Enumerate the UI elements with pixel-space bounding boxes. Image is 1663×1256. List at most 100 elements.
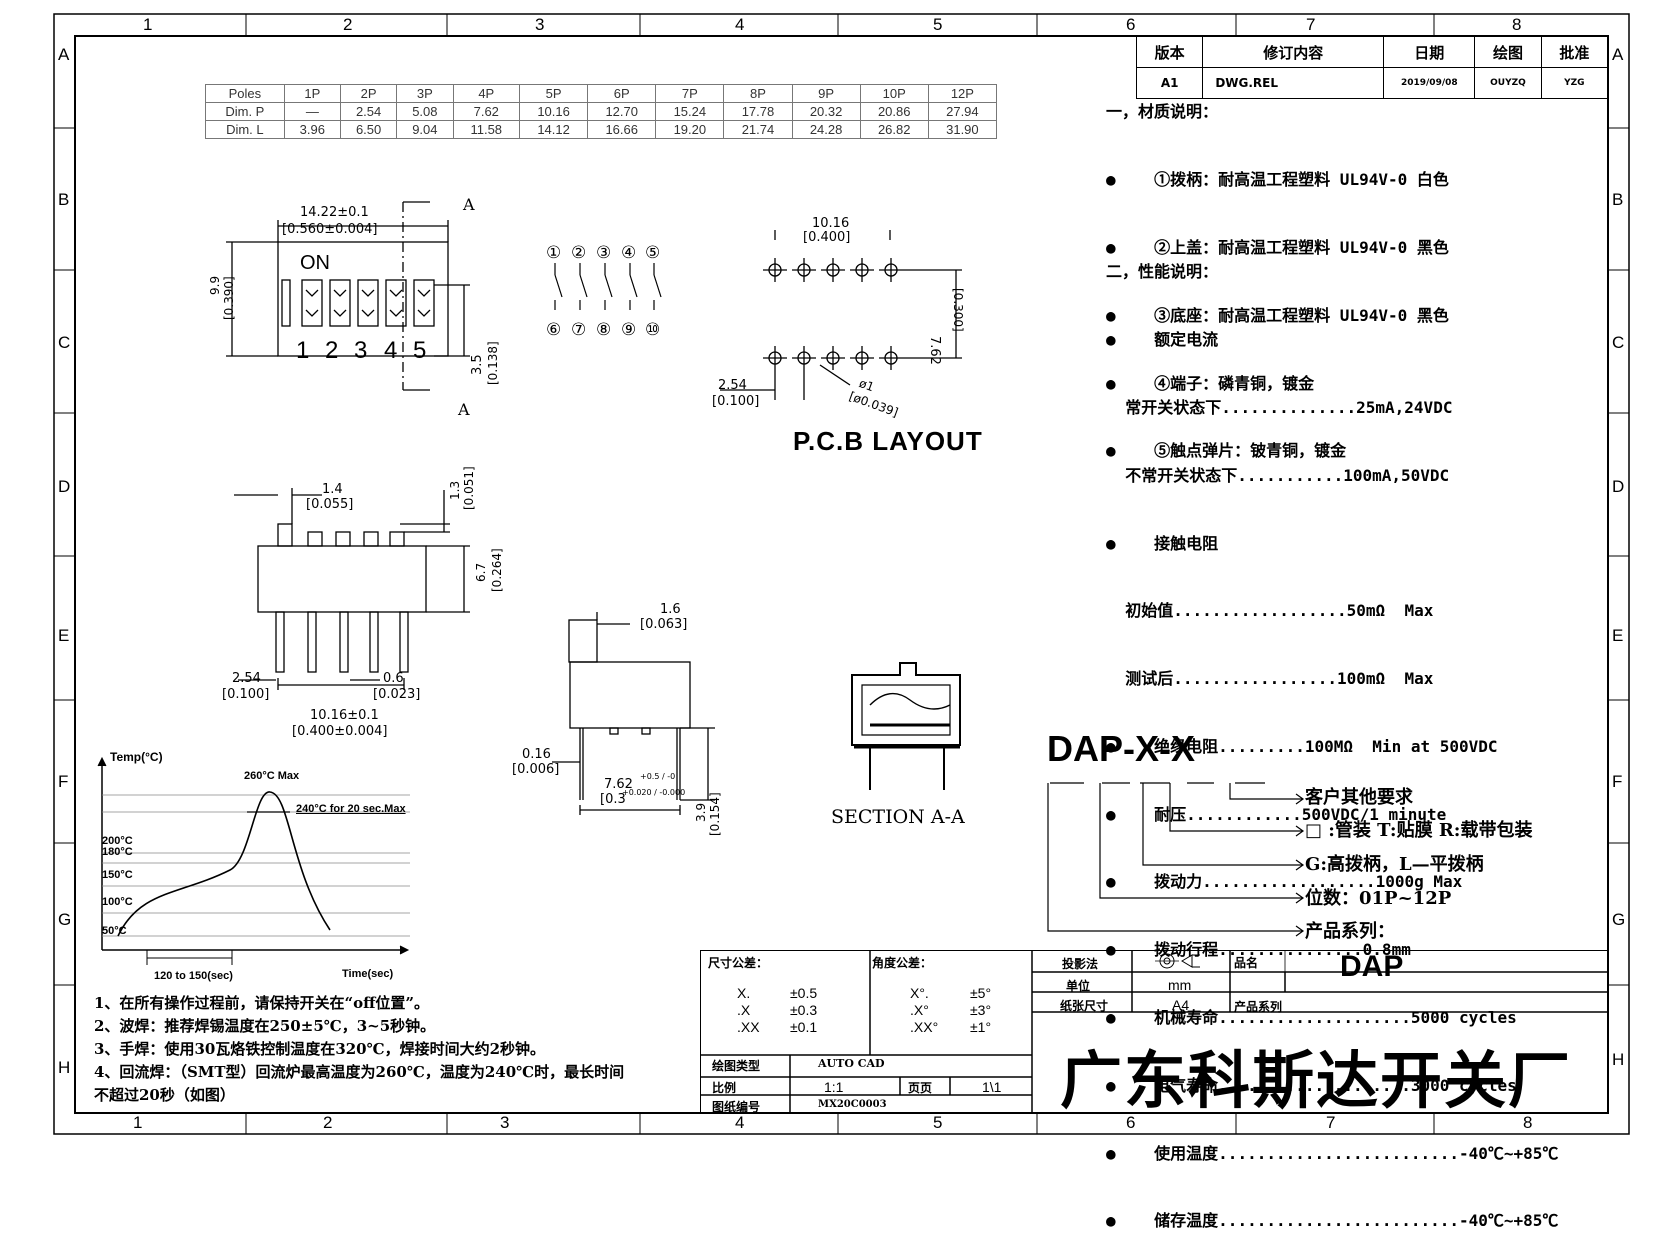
reflow-tick: 200°C [102,835,133,847]
column-label: 5 [933,1113,943,1132]
dim-side-act-w-in: [0.055] [306,497,354,512]
drawing-frame [53,13,1630,1135]
performance-item: ● 接触电阻 [1106,533,1219,553]
poles-cell: 9.04 [396,120,454,139]
dim-height: 9.9 [208,275,222,295]
material-item: ● ④端子：磷青铜，镀金 [1106,373,1315,393]
column-label: 2 [323,1113,333,1132]
performance-item: ● 储存温度.........................-40℃~+85℃ [1106,1211,1559,1231]
part-number-tree [1047,782,1305,937]
poles-cell: 6.50 [339,120,398,139]
software-label: 绘图类型 [712,1059,761,1073]
dim-end-width-in: [0.3 [600,792,626,807]
column-label: 1 [143,15,153,34]
poles-cell: 14.12 [519,120,589,139]
column-label: 8 [1523,1113,1533,1132]
dim-pcb-pitch4-in: [0.400] [803,230,851,245]
row-label: B [58,190,70,209]
dim-width-in: [0.560±0.004] [282,222,378,237]
pcb-hole-row-top [763,258,903,282]
end-view-drawing [552,612,715,815]
top-view-drawing [226,201,470,391]
poles-cell: 31.90 [927,120,998,139]
reflow-preheat-label: 120 to 150(sec) [154,970,233,982]
revision-header: 版本 [1135,36,1204,68]
poles-cell: 2P [339,84,398,103]
dim-tol-value: ±0.5 [790,985,818,1001]
pcb-hole-row-bottom [763,346,903,370]
section-view-drawing [851,662,961,790]
soldering-note: 3、手焊：使用30瓦烙铁控制温度在320℃，焊接时间大约2秒钟。 [94,1040,546,1058]
revision-header: 日期 [1383,36,1476,68]
row-label: G [1612,910,1626,929]
poles-cell: 4P [452,84,521,103]
poles-cell: 1P [283,84,341,103]
dim-end-act-w-in: [0.063] [640,617,688,632]
poles-cell: 15.24 [655,102,725,121]
poles-cell: 2.54 [339,102,398,121]
row-label: B [1612,190,1624,209]
ang-tol-key: .X° [910,1002,929,1018]
column-label: 1 [133,1113,143,1132]
soldering-note: 2、波焊：推荐焊锡温度在250±5℃，3~5秒钟。 [94,1017,436,1035]
on-label: ON [300,252,330,274]
performance-item: ● 电气寿命....................3000 cycles [1106,1075,1517,1095]
dim-height-in: [0.390] [222,276,236,320]
dim-pcb-pitch4: 10.16 [812,216,850,231]
dim-side-pitch: 2.54 [232,671,261,686]
column-label: 7 [1306,15,1316,34]
poles-cell: Dim. P [205,102,285,121]
column-label: 4 [735,15,745,34]
poles-cell: 17.78 [723,102,793,121]
soldering-note: 1、在所有操作过程前，请保持开关在“off位置”。 [94,994,430,1012]
dim-side-span-in: [0.400±0.004] [292,724,388,739]
row-label: A [58,45,70,64]
terminal-label: ⑦ [571,320,587,340]
terminal-label: ⑨ [621,320,637,340]
dim-tol-label: 尺寸公差： [708,956,769,970]
title-block-grid [700,950,1608,1113]
row-label: F [1612,772,1623,791]
dim-side-act-w: 1.4 [322,482,343,497]
pcb-layout-title: P.C.B LAYOUT [793,426,983,456]
poles-cell: 20.86 [859,102,929,121]
poles-cell: 27.94 [927,102,998,121]
material-item: ● ②上盖：耐高温工程塑料 UL94V-0 黑色 [1106,237,1449,257]
switch-slots [281,279,435,327]
dim-tol-key: X. [737,985,751,1001]
pn-legend-item: □ :管装 T:贴膜 R:载带包装 [1305,820,1533,841]
revision-cell: OUYZQ [1474,67,1542,99]
poles-cell: 3P [396,84,454,103]
column-label: 7 [1326,1113,1336,1132]
column-label: 2 [343,15,353,34]
terminal-label: ⑩ [645,320,661,340]
dim-actuator-in: [0.138] [486,341,500,385]
column-label: 6 [1126,1113,1136,1132]
poles-cell: 7P [655,84,725,103]
revision-table: 版本 修订内容 日期 绘图 批准 A1 DWG.REL 2019/09/08 O… [1135,36,1609,99]
poles-cell: 26.82 [859,120,929,139]
switch-number: 4 [384,337,398,364]
poles-table: Poles 1P 2P 3P 4P 5P 6P 7P 8P 9P 10P 12P… [205,84,998,139]
terminal-label: ⑥ [546,320,562,340]
dim-tol-value: ±0.3 [790,1002,818,1018]
section-label: SECTION A-A [831,806,965,828]
dim-side-pin-w-in: [0.023] [373,687,421,702]
pn-legend-item: 客户其他要求 [1305,787,1413,808]
projection-label: 投影法 [1062,957,1099,971]
poles-cell: 16.66 [587,120,657,139]
soldering-note: 4、回流焊：（SMT型）回流炉最高温度为260℃，温度为240℃时，最长时间 [94,1063,625,1081]
revision-header: 修订内容 [1202,36,1385,68]
dim-end-pin-len: 3.9 [694,802,708,822]
terminal-label: ⑤ [645,243,661,263]
dim-pcb-rowgap-in: [0.300] [951,288,965,332]
part-number-code: DAP-X-X [1047,728,1196,769]
column-label: 4 [735,1113,745,1132]
dim-end-pin-t-in: [0.006] [512,762,560,777]
poles-cell: 24.28 [791,120,861,139]
reflow-tick: 100°C [102,896,133,908]
dim-side-act-h-in: [0.051] [462,466,476,510]
switch-number: 5 [413,337,427,364]
pn-legend-item: 产品系列： [1305,921,1395,942]
poles-header-row: Poles 1P 2P 3P 4P 5P 6P 7P 8P 9P 10P 12P [205,84,998,103]
